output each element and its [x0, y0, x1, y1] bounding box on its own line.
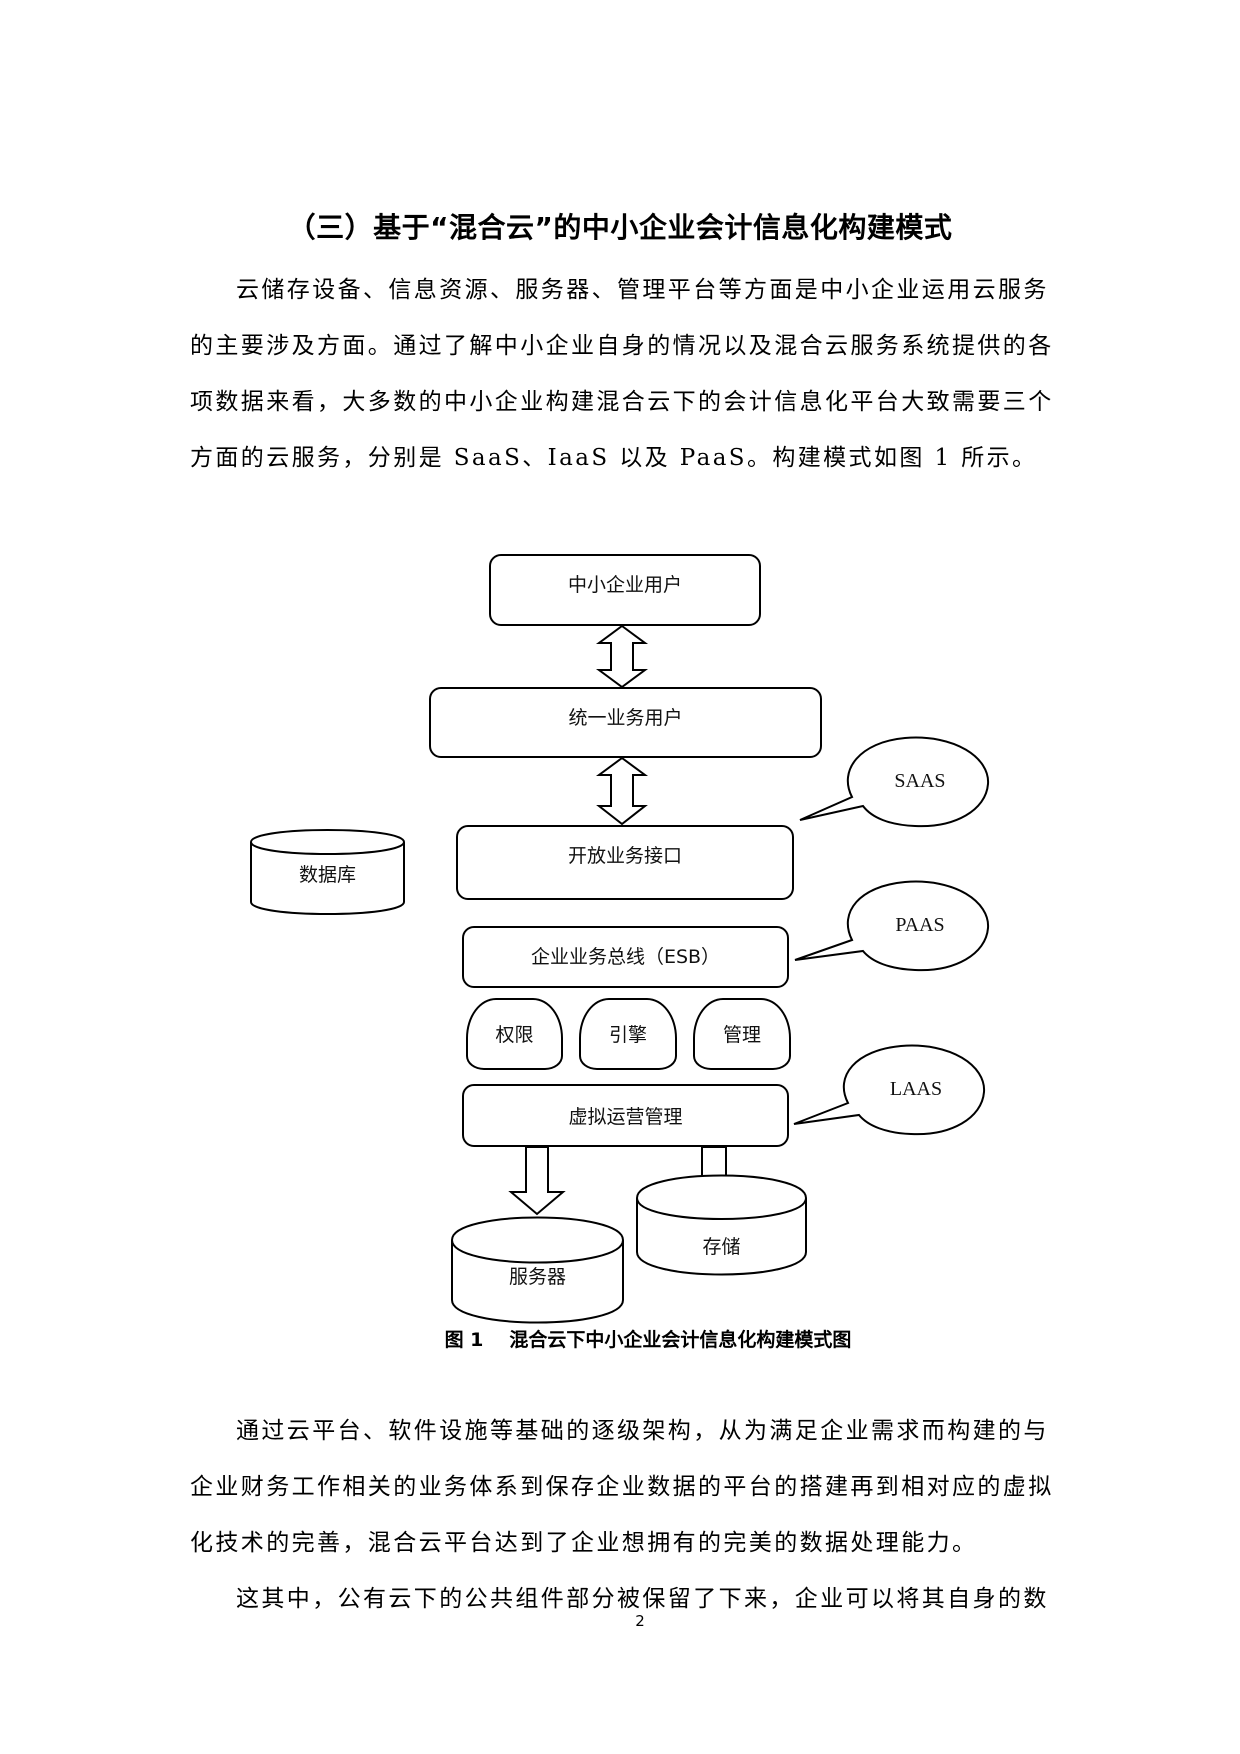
paragraph-intro: 云储存设备、信息资源、服务器、管理平台等方面是中小企业运用云服务 的主要涉及方面…: [190, 262, 1060, 486]
paragraph-line: 云储存设备、信息资源、服务器、管理平台等方面是中小企业运用云服务: [236, 277, 1049, 303]
storage-cylinder-icon: [636, 1174, 807, 1276]
speech-bubble-icon: [799, 736, 990, 828]
node-open-business-interface: 开放业务接口: [456, 825, 794, 900]
paragraph-line: 项数据来看，大多数的中小企业构建混合云下的会计信息化平台大致需要三个: [190, 389, 1054, 415]
node-server: 服务器: [508, 1266, 566, 1288]
double-arrow-icon: [595, 624, 649, 689]
page-number: 2: [635, 1612, 645, 1630]
double-arrow-icon: [595, 756, 649, 826]
figure-number: 图 1: [444, 1329, 484, 1351]
callout-laas: LAAS: [889, 1078, 943, 1100]
section-heading: （三）基于“混合云”的中小企业会计信息化构建模式: [287, 211, 953, 244]
figure-title: 混合云下中小企业会计信息化构建模式图: [509, 1329, 852, 1351]
callout-saas: SAAS: [894, 770, 946, 792]
paragraph-line: 这其中，公有云下的公共组件部分被保留了下来，企业可以将其自身的数: [236, 1586, 1049, 1612]
paragraph-public-cloud: 这其中，公有云下的公共组件部分被保留了下来，企业可以将其自身的数: [190, 1571, 1060, 1627]
paragraph-line: 的主要涉及方面。通过了解中小企业自身的情况以及混合云服务系统提供的各: [190, 333, 1054, 359]
node-storage: 存储: [702, 1236, 741, 1258]
node-permissions: 权限: [466, 998, 563, 1070]
down-arrow-icon: [508, 1146, 566, 1216]
speech-bubble-icon: [794, 880, 990, 972]
node-esb: 企业业务总线（ESB）: [462, 926, 789, 988]
server-cylinder-icon: [451, 1216, 624, 1324]
paragraph-line: 企业财务工作相关的业务体系到保存企业数据的平台的搭建再到相对应的虚拟: [190, 1474, 1054, 1500]
speech-bubble-icon: [793, 1044, 986, 1136]
node-virtual-ops-management: 虚拟运营管理: [462, 1084, 789, 1147]
paragraph-line: 化技术的完善，混合云平台达到了企业想拥有的完美的数据处理能力。: [190, 1530, 978, 1556]
figure-caption: 图 1 混合云下中小企业会计信息化构建模式图: [0, 1325, 1240, 1352]
database-cylinder-icon: [250, 829, 405, 915]
node-sme-users: 中小企业用户: [489, 554, 761, 626]
paragraph-architecture: 通过云平台、软件设施等基础的逐级架构，从为满足企业需求而构建的与 企业财务工作相…: [190, 1403, 1060, 1571]
paragraph-line: 方面的云服务，分别是 SaaS、IaaS 以及 PaaS。构建模式如图 1 所示…: [190, 445, 1038, 471]
node-unified-business-users: 统一业务用户: [429, 687, 822, 758]
node-database: 数据库: [298, 864, 356, 886]
node-management: 管理: [693, 998, 791, 1070]
callout-paas: PAAS: [895, 914, 945, 936]
node-engine: 引擎: [579, 998, 677, 1070]
paragraph-line: 通过云平台、软件设施等基础的逐级架构，从为满足企业需求而构建的与: [236, 1418, 1049, 1444]
